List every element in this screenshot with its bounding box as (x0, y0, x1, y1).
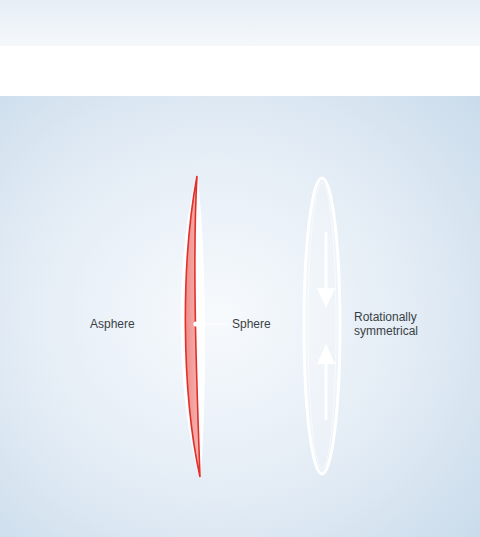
rotation-arrow (325, 362, 328, 420)
rotation-arrowhead (317, 288, 335, 308)
part-label: Sphere (232, 317, 271, 331)
property-label: Rotationally symmetrical (354, 310, 440, 338)
rotation-arrow (325, 232, 328, 290)
rotation-ring-inner (308, 183, 336, 469)
part-label: Asphere (90, 317, 135, 331)
rotation-ring (304, 178, 340, 474)
leader-line (196, 324, 228, 325)
sphere-lens (182, 176, 205, 477)
white-gap (0, 46, 480, 96)
leader-dot (193, 321, 198, 326)
rotation-arrowhead (317, 344, 335, 364)
top-band (0, 0, 480, 46)
asphere-lens (185, 176, 200, 477)
background-panel (0, 96, 480, 537)
